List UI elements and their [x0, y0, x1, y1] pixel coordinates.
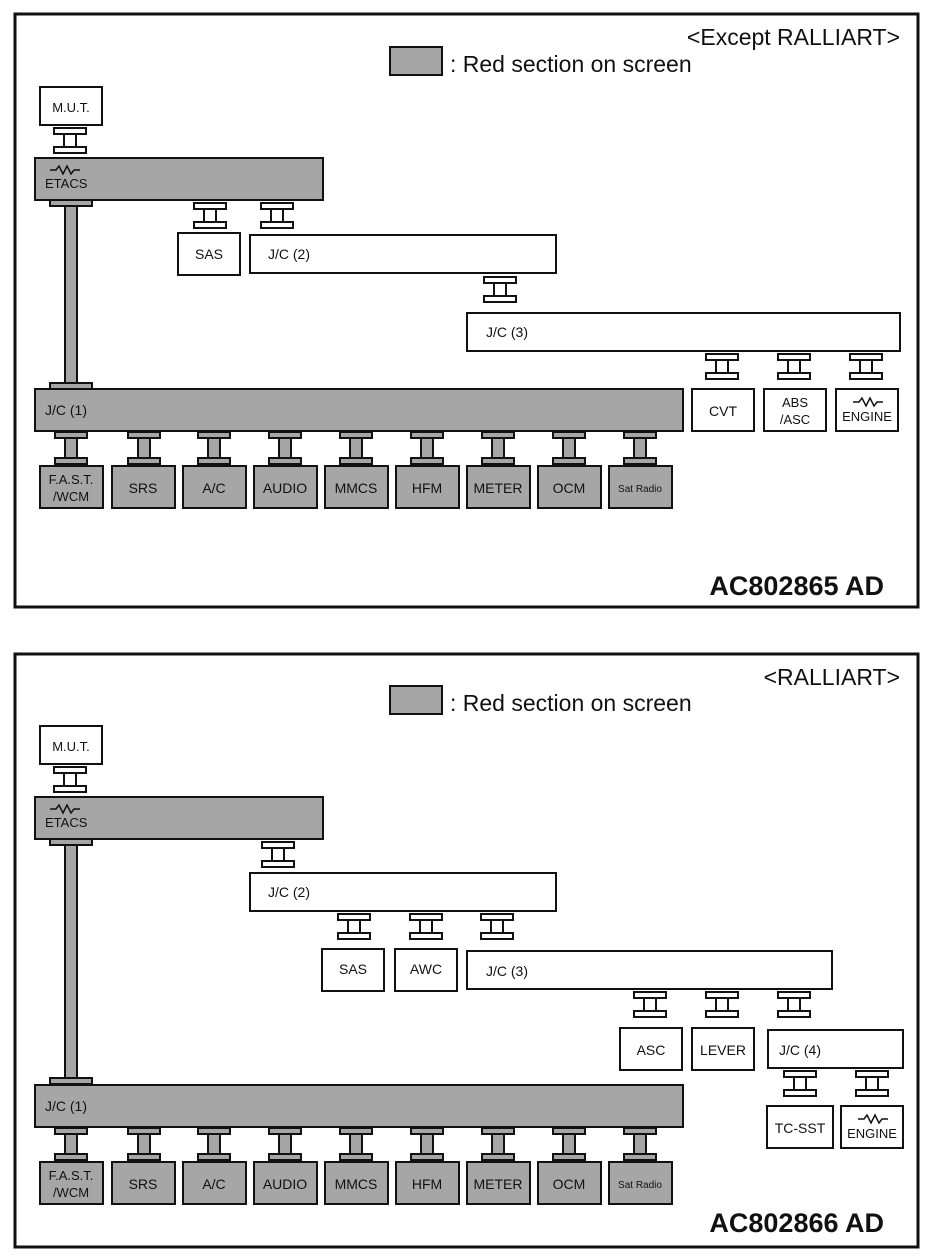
diagram-ralliart: <RALLIART> : Red section on screen M.U.T…: [13, 652, 920, 1249]
engine-label: ENGINE: [842, 409, 892, 424]
legend-text: : Red section on screen: [450, 51, 692, 77]
fast-wcm-box: [39, 465, 104, 509]
mut-box: [39, 725, 103, 765]
meter-label: METER: [474, 480, 523, 496]
fast-label-line2: /WCM: [53, 1185, 89, 1200]
jc1-label: J/C (1): [45, 1098, 87, 1114]
jc3-label: J/C (3): [486, 324, 528, 340]
jc3-box: [466, 950, 833, 990]
sas-box: [321, 948, 385, 992]
audio-box: [253, 465, 318, 509]
mmcs-label: MMCS: [335, 1176, 378, 1192]
srs-box: [111, 465, 176, 509]
legend-text: : Red section on screen: [450, 690, 692, 716]
jc2-box: [249, 872, 557, 912]
mmcs-box: [324, 465, 389, 509]
diagram-frame: [13, 12, 920, 609]
figure-code: AC802866 AD: [709, 1208, 884, 1238]
awc-label: AWC: [410, 961, 442, 977]
ac-box: [182, 465, 247, 509]
engine-label: ENGINE: [847, 1126, 897, 1141]
awc-box: [394, 948, 458, 992]
hfm-label: HFM: [412, 1176, 442, 1192]
mut-box: [39, 86, 103, 126]
jc3-box: [466, 312, 901, 352]
jc2-label: J/C (2): [268, 246, 310, 262]
figure-code: AC802865 AD: [709, 571, 884, 601]
fast-label-line1: F.A.S.T.: [49, 472, 94, 487]
asc-label: ASC: [637, 1042, 666, 1058]
lever-label: LEVER: [700, 1042, 746, 1058]
audio-label: AUDIO: [263, 480, 307, 496]
variant-label: <RALLIART>: [764, 664, 900, 690]
meter-label: METER: [474, 1176, 523, 1192]
ac-label: A/C: [202, 480, 225, 496]
bus-cap: [49, 1077, 93, 1085]
meter-box: [466, 1161, 531, 1205]
ac-box: [182, 1161, 247, 1205]
audio-label: AUDIO: [263, 1176, 307, 1192]
asc-box: [619, 1027, 683, 1071]
etacs-label: ETACS: [45, 815, 88, 830]
tc-sst-label: TC-SST: [775, 1120, 826, 1136]
ocm-box: [537, 1161, 602, 1205]
hfm-label: HFM: [412, 480, 442, 496]
cvt-box: [691, 388, 755, 432]
engine-box: [835, 388, 899, 432]
sat-radio-box: [608, 1161, 673, 1205]
cvt-label: CVT: [709, 403, 737, 419]
sat-radio-label: Sat Radio: [618, 1180, 662, 1191]
sat-radio-box: [608, 465, 673, 509]
abs-label-line2: /ASC: [780, 412, 810, 427]
sas-label: SAS: [339, 961, 367, 977]
diagram-except-ralliart: <Except RALLIART> : Red section on scree…: [13, 12, 920, 609]
meter-box: [466, 465, 531, 509]
legend-swatch: [389, 46, 443, 76]
sat-radio-label: Sat Radio: [618, 484, 662, 495]
mut-label: M.U.T.: [52, 100, 90, 115]
etacs-box: [34, 796, 324, 840]
ocm-label: OCM: [553, 1176, 586, 1192]
etacs-jc1-bus: [64, 844, 78, 1079]
jc1-box: [34, 388, 684, 432]
srs-box: [111, 1161, 176, 1205]
mut-label: M.U.T.: [52, 739, 90, 754]
jc1-box: [34, 1084, 684, 1128]
jc2-label: J/C (2): [268, 884, 310, 900]
jc3-label: J/C (3): [486, 963, 528, 979]
srs-label: SRS: [129, 480, 158, 496]
etacs-box: [34, 157, 324, 201]
abs-asc-box: [763, 388, 827, 432]
sas-box: [177, 232, 241, 276]
legend-swatch: [389, 685, 443, 715]
mmcs-label: MMCS: [335, 480, 378, 496]
variant-label: <Except RALLIART>: [687, 24, 900, 50]
abs-label-line1: ABS: [782, 395, 808, 410]
lever-box: [691, 1027, 755, 1071]
fast-label-line1: F.A.S.T.: [49, 1168, 94, 1183]
audio-box: [253, 1161, 318, 1205]
engine-box: [840, 1105, 904, 1149]
etacs-jc1-bus: [64, 205, 78, 384]
ac-label: A/C: [202, 1176, 225, 1192]
srs-label: SRS: [129, 1176, 158, 1192]
tc-sst-box: [766, 1105, 834, 1149]
fast-label-line2: /WCM: [53, 489, 89, 504]
jc4-box: [767, 1029, 904, 1069]
hfm-box: [395, 1161, 460, 1205]
etacs-label: ETACS: [45, 176, 88, 191]
ocm-label: OCM: [553, 480, 586, 496]
sas-label: SAS: [195, 246, 223, 262]
hfm-box: [395, 465, 460, 509]
ocm-box: [537, 465, 602, 509]
jc2-box: [249, 234, 557, 274]
jc4-label: J/C (4): [779, 1042, 821, 1058]
jc1-label: J/C (1): [45, 402, 87, 418]
fast-wcm-box: [39, 1161, 104, 1205]
mmcs-box: [324, 1161, 389, 1205]
